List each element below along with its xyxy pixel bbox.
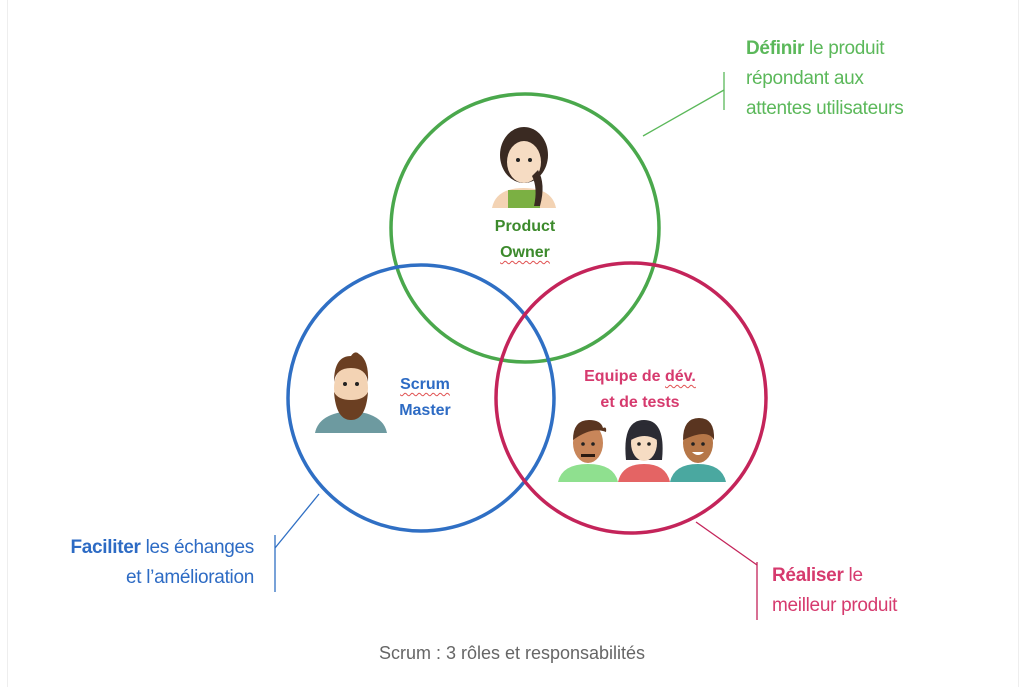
product-owner-circle xyxy=(389,92,661,364)
po-connector xyxy=(642,72,725,137)
sm-desc-rest: les échanges xyxy=(140,537,255,558)
scrum-master-avatar-icon xyxy=(315,352,387,433)
scrum-master-label-line2: Master xyxy=(399,402,451,419)
dev-team-circle xyxy=(494,261,768,535)
figure-caption: Scrum : 3 rôles et responsabilités xyxy=(378,643,646,663)
sm-connector xyxy=(274,493,320,592)
dev-desc-rest: le xyxy=(843,565,864,586)
dev-team-label: Equipe de dév. et de tests xyxy=(560,364,720,416)
dev-desc-bold: Réaliser xyxy=(772,565,844,586)
po-desc-bold: Définir xyxy=(746,38,805,59)
dev-desc-line2: meilleur produit xyxy=(772,595,898,616)
dev-team-label-line1: Equipe de xyxy=(584,368,666,385)
scrum-master-label-line1: Scrum xyxy=(400,376,450,393)
product-owner-avatar-icon xyxy=(492,127,556,208)
product-owner-description: Définir le produit répondant aux attente… xyxy=(746,34,904,124)
product-owner-label-line1: Product xyxy=(494,218,556,235)
dev-team-avatars-icon xyxy=(558,418,726,482)
po-desc-rest: le produit xyxy=(804,38,885,59)
dev-connector xyxy=(695,521,758,620)
dev-team-label-line1-abbrev: dév. xyxy=(665,368,696,385)
po-desc-line3: attentes utilisateurs xyxy=(746,98,904,119)
sm-desc-line2: et l’amélioration xyxy=(126,567,254,588)
scrum-master-label: Scrum Master xyxy=(370,372,480,424)
dev-team-label-line2: et de tests xyxy=(600,394,680,411)
po-desc-line2: répondant aux xyxy=(746,68,864,89)
figure-frame xyxy=(7,0,1019,687)
scrum-master-description: Faciliter les échanges et l’amélioration xyxy=(70,533,254,593)
sm-desc-bold: Faciliter xyxy=(70,537,141,558)
product-owner-label: Product Owner xyxy=(465,214,585,266)
scrum-master-circle xyxy=(286,263,556,533)
dev-team-description: Réaliser le meilleur produit xyxy=(772,561,897,621)
product-owner-label-line2: Owner xyxy=(500,244,550,261)
